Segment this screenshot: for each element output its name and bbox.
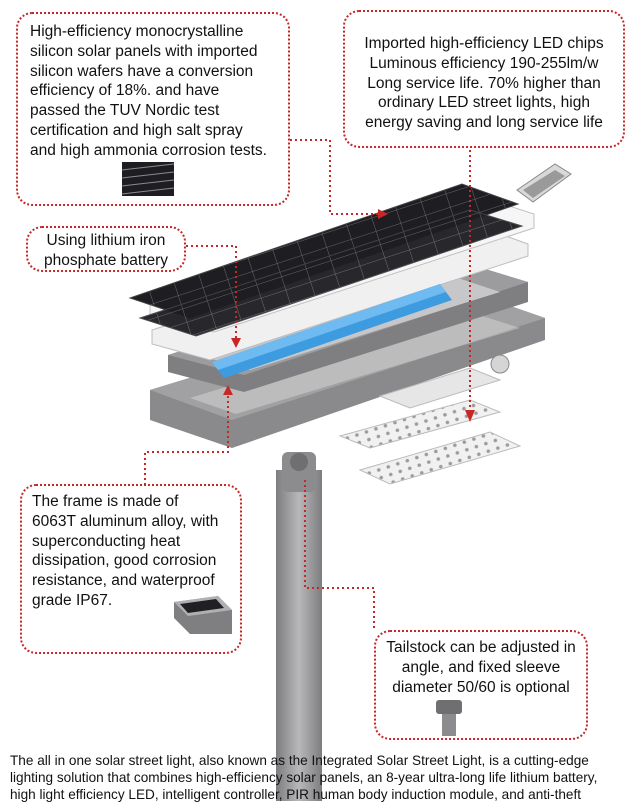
led-module xyxy=(338,399,502,449)
product-description: The all in one solar street light, also … xyxy=(10,752,634,803)
callout-text: The frame is made of xyxy=(32,493,179,510)
callout-text: grade IP67. xyxy=(32,592,113,610)
description-line: lighting solution that combines high-eff… xyxy=(10,770,598,785)
solar-cell-thumbnail-icon xyxy=(122,162,174,196)
callout-text: and high ammonia corrosion tests. xyxy=(30,141,267,159)
callout-text: energy saving and long service life xyxy=(365,114,603,132)
callout-text: dissipation, good corrosion xyxy=(32,552,217,570)
led-chips-callout: Imported high-efficiency LED chips Lumin… xyxy=(343,10,625,148)
pir-sensor xyxy=(490,354,510,374)
callout-text: High-efficiency monocrystalline xyxy=(30,23,244,40)
callout-text: superconducting heat xyxy=(32,532,181,550)
tailstock-thumbnail-icon xyxy=(436,700,462,736)
callout-text: ordinary LED street lights, high xyxy=(378,94,590,112)
callout-text: Long service life. 70% higher than xyxy=(367,74,601,92)
leader-lines xyxy=(144,139,471,630)
solar-panel-lower xyxy=(138,209,524,337)
callout-text: angle, and fixed sleeve xyxy=(401,658,561,676)
callout-text: Tailstock can be adjusted in xyxy=(386,639,576,656)
callout-text: resistance, and waterproof xyxy=(32,572,215,590)
description-line: high light efficiency LED, intelligent c… xyxy=(10,787,582,802)
callout-text: silicon wafers have a conversion xyxy=(30,62,254,80)
callout-text: passed the TUV Nordic test xyxy=(30,102,220,120)
light-pole xyxy=(276,470,322,801)
frame-profile-thumbnail-icon xyxy=(174,596,232,634)
callout-text: Using lithium iron xyxy=(46,232,166,249)
callout-text: silicon solar panels with imported xyxy=(30,42,258,60)
callout-text: Imported high-efficiency LED chips xyxy=(364,35,604,52)
tailstock-bracket xyxy=(282,452,316,492)
callout-text: diameter 50/60 is optional xyxy=(392,678,570,696)
led-module-thumbnail-icon xyxy=(516,163,572,203)
description-line: The all in one solar street light, also … xyxy=(10,753,589,768)
callout-text: phosphate battery xyxy=(43,251,169,269)
battery-callout: Using lithium iron phosphate battery xyxy=(26,226,186,272)
tailstock-callout: Tailstock can be adjusted in angle, and … xyxy=(374,630,588,740)
callout-text: certification and high salt spray xyxy=(30,122,243,140)
callout-text: Luminous efficiency 190-255lm/w xyxy=(369,54,599,72)
frame-callout: The frame is made of 6063T aluminum allo… xyxy=(20,484,242,654)
callout-text: efficiency of 18%. and have xyxy=(30,82,220,100)
callout-text: 6063T aluminum alloy, with xyxy=(32,512,219,530)
solar-panel-callout: High-efficiency monocrystalline silicon … xyxy=(16,12,290,206)
